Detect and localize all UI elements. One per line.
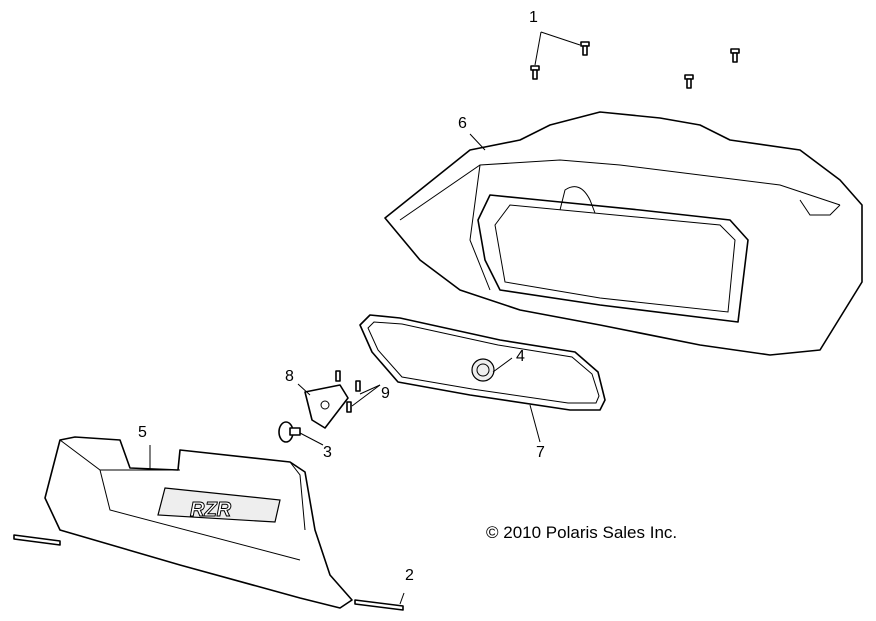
callout-8: 8 (285, 368, 294, 385)
gasket-seal (359, 314, 606, 443)
glove-box-door: RZR (13, 436, 405, 611)
callout-3: 3 (323, 444, 332, 461)
latch-parts (278, 370, 381, 446)
glove-box-housing (384, 111, 863, 356)
callout-7: 7 (536, 444, 545, 461)
callout-1: 1 (529, 9, 538, 26)
callout-4: 4 (516, 348, 525, 365)
callout-2: 2 (405, 567, 414, 584)
copyright-notice: © 2010 Polaris Sales Inc. (486, 523, 678, 542)
rzr-logo: RZR (190, 499, 232, 521)
screw-parts (530, 31, 740, 89)
callout-5: 5 (138, 424, 147, 441)
callout-6: 6 (458, 115, 467, 132)
callout-9: 9 (381, 385, 390, 402)
